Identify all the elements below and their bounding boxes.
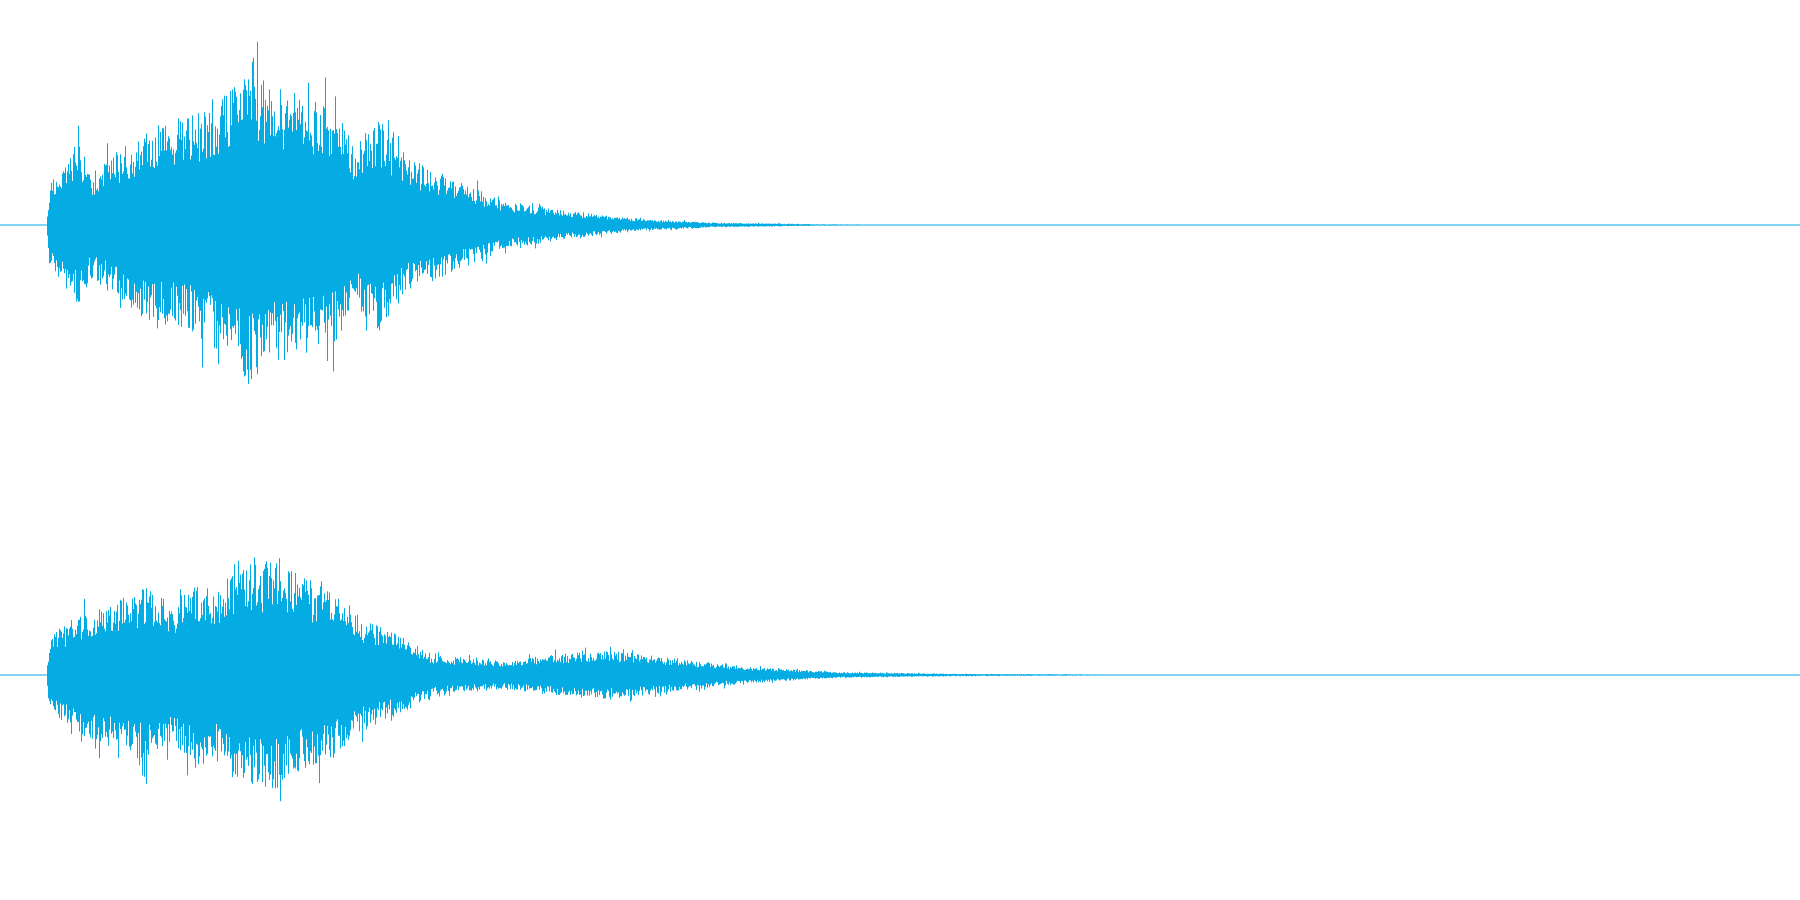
- channel-right-waveform: [0, 450, 1800, 900]
- channel-right-svg: [0, 557, 1800, 802]
- channel-right-bars: [47, 557, 1169, 802]
- channel-left-svg: [0, 41, 1800, 384]
- channel-left-bars: [47, 41, 923, 384]
- channel-left-waveform: [0, 41, 1800, 384]
